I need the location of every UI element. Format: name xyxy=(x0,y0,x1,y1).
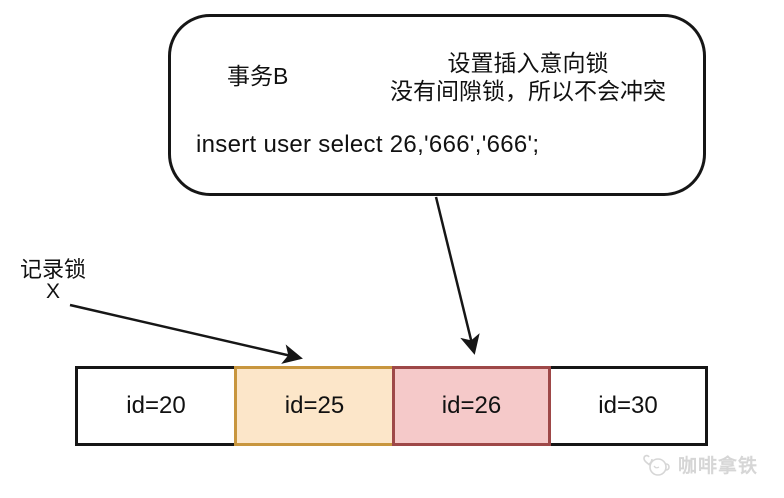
record-lock-label: 记录锁 xyxy=(20,257,87,282)
lock-note-line1: 设置插入意向锁 xyxy=(447,50,609,76)
cell-id-20-label: id=20 xyxy=(126,392,186,419)
cell-id-26-label: id=26 xyxy=(441,392,502,419)
lock-note: 设置插入意向锁 没有间隙锁，所以不会冲突 xyxy=(372,49,684,105)
lock-note-line2: 没有间隙锁，所以不会冲突 xyxy=(390,78,666,104)
exclusive-lock-mark: X xyxy=(46,280,61,303)
index-record-row: id=20 id=25 id=26 id=30 xyxy=(75,366,708,446)
transaction-title: 事务B xyxy=(227,63,289,89)
watermark-text: 咖啡拿铁 xyxy=(678,456,759,477)
cell-id-25: id=25 xyxy=(234,366,395,446)
cell-id-30-label: id=30 xyxy=(598,392,658,419)
cell-id-25-label: id=25 xyxy=(284,392,345,419)
cell-id-20: id=20 xyxy=(75,366,237,446)
arrow-insert-intention-to-id26 xyxy=(434,196,480,355)
coffee-cup-icon xyxy=(643,454,670,476)
sql-statement: insert user select 26,'666','666'; xyxy=(196,131,540,158)
transaction-callout-box xyxy=(168,14,706,196)
cell-id-26: id=26 xyxy=(392,366,551,446)
cell-id-30: id=30 xyxy=(548,366,708,446)
arrow-record-lock-to-id25 xyxy=(69,303,303,364)
watermark: 咖啡拿铁 xyxy=(642,451,758,478)
